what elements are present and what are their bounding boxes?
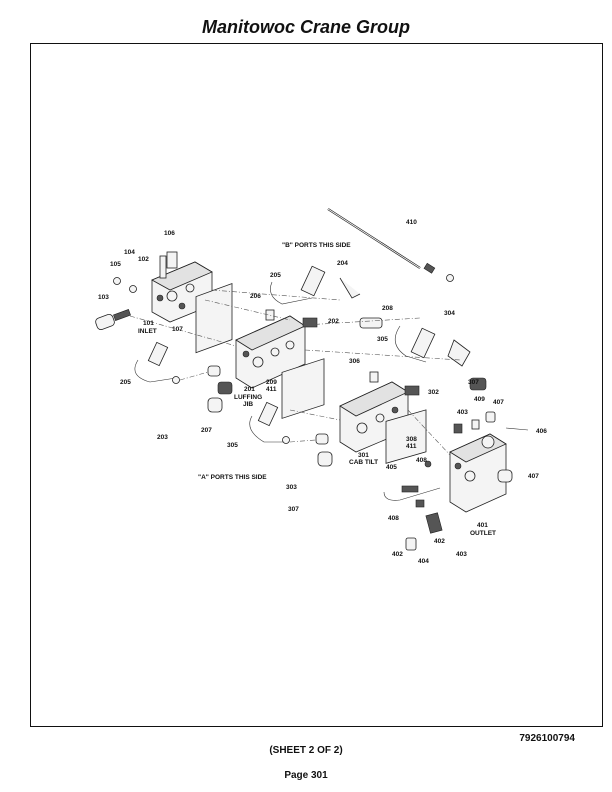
callout-label: 308 (406, 436, 417, 443)
callout-label: 405 (386, 464, 397, 471)
solenoid-305-right (394, 325, 471, 367)
page-number: Page 301 (284, 770, 328, 781)
callout-label: 307 (468, 379, 479, 386)
callout-label: 201 (244, 386, 255, 393)
callout-label: 106 (164, 230, 175, 237)
callout-label: 104 (124, 249, 135, 256)
callout-label: 209 (266, 379, 277, 386)
callout-label: OUTLET (470, 530, 496, 537)
callout-label: 103 (98, 294, 109, 301)
sheet-indicator: (SHEET 2 OF 2) (269, 745, 343, 756)
callout-label: 101 (143, 320, 154, 327)
callout-label: "B" PORTS THIS SIDE (282, 242, 351, 249)
callout-label: "A" PORTS THIS SIDE (198, 474, 267, 481)
callout-label: 307 (288, 506, 299, 513)
callout-label: 203 (157, 434, 168, 441)
outlet-section-401 (449, 411, 529, 513)
callout-label: 202 (328, 318, 339, 325)
drawing-frame (30, 43, 603, 727)
callout-label: 403 (456, 551, 467, 558)
gasket-308 (385, 409, 427, 464)
callout-label: 402 (392, 551, 403, 558)
callout-label: 303 (286, 484, 297, 491)
callout-label: 404 (418, 558, 429, 565)
callout-label: 403 (457, 409, 468, 416)
callout-label: 301 (358, 452, 369, 459)
section-201-luffing-jib (235, 309, 383, 389)
callout-label: 411 (266, 386, 277, 393)
spool-203-207 (207, 365, 233, 413)
callout-label: 305 (377, 336, 388, 343)
callout-label: 304 (444, 310, 455, 317)
callout-label: 401 (477, 522, 488, 529)
callout-label: 208 (382, 305, 393, 312)
callout-label: 407 (528, 473, 539, 480)
drawing-part-number: 7926100794 (519, 733, 575, 744)
callout-label: 306 (349, 358, 360, 365)
callout-label: LUFFING (234, 394, 262, 401)
solenoid-305-lower (249, 401, 290, 444)
callout-label: 107 (172, 326, 183, 333)
callout-label: 406 (536, 428, 547, 435)
callout-label: 409 (474, 396, 485, 403)
callout-label: 305 (227, 442, 238, 449)
callout-label: 206 (250, 293, 261, 300)
callout-label: CAB TILT (349, 459, 378, 466)
page-title: Manitowoc Crane Group (201, 17, 410, 37)
solenoid-205-top (270, 265, 361, 305)
callout-label: 302 (428, 389, 439, 396)
callout-label: 402 (434, 538, 445, 545)
callout-label: 408 (388, 515, 399, 522)
callout-label: 105 (110, 261, 121, 268)
callout-label: 407 (493, 399, 504, 406)
callout-label: 204 (337, 260, 348, 267)
solenoid-205-left (134, 341, 180, 384)
callout-label: 408 (416, 457, 427, 464)
callout-label: 102 (138, 256, 149, 263)
relief-valve-402-405 (383, 460, 443, 551)
gasket-209 (281, 358, 325, 419)
callout-label: INLET (138, 328, 157, 335)
shaft-410 (327, 208, 454, 282)
callout-label: 207 (201, 427, 212, 434)
callout-label: 411 (406, 443, 417, 450)
callout-label: 205 (270, 272, 281, 279)
callout-label: 410 (406, 219, 417, 226)
callout-label: JIB (243, 401, 253, 408)
spool-303-307 (315, 433, 333, 467)
callout-label: 205 (120, 379, 131, 386)
